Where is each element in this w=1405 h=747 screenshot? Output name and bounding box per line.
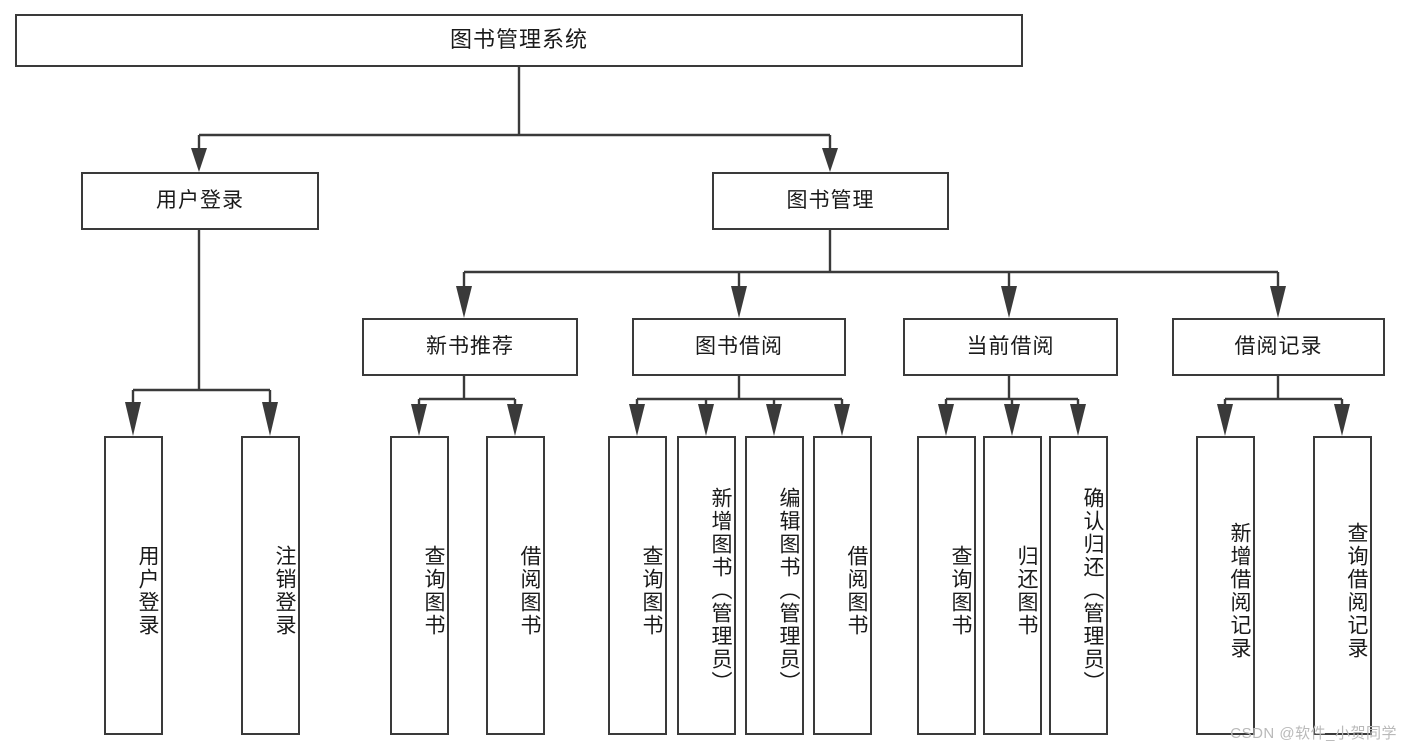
node-leaf-logout[interactable]: 注销登录 <box>241 436 300 735</box>
node-label: 编辑图书（管理员） <box>777 487 800 694</box>
node-leaf-borrow-book[interactable]: 借阅图书 <box>813 436 872 735</box>
node-book-management[interactable]: 图书管理 <box>712 172 949 230</box>
node-label: 图书管理 <box>786 189 875 213</box>
node-label: 归还图书 <box>1015 544 1038 637</box>
node-label: 用户登录 <box>156 189 244 213</box>
node-leaf-borrow-book-recommend[interactable]: 借阅图书 <box>486 436 545 735</box>
node-leaf-query-book-recommend[interactable]: 查询图书 <box>390 436 449 735</box>
node-borrow-record[interactable]: 借阅记录 <box>1172 318 1385 376</box>
csdn-watermark: CSDN @软件_小贺同学 <box>1230 725 1397 742</box>
node-leaf-edit-book-admin[interactable]: 编辑图书（管理员） <box>745 436 804 735</box>
node-new-book-recommend[interactable]: 新书推荐 <box>362 318 578 376</box>
node-label: 新增图书（管理员） <box>709 487 732 694</box>
node-book-borrow[interactable]: 图书借阅 <box>632 318 846 376</box>
node-label: 新增借阅记录 <box>1228 521 1251 660</box>
node-label: 图书管理系统 <box>449 27 588 53</box>
node-leaf-return-book[interactable]: 归还图书 <box>983 436 1042 735</box>
node-label: 借阅记录 <box>1234 335 1323 359</box>
node-label: 借阅图书 <box>518 544 541 637</box>
node-label: 查询图书 <box>640 544 663 637</box>
node-leaf-query-book-borrow[interactable]: 查询图书 <box>608 436 667 735</box>
node-leaf-add-borrow-record[interactable]: 新增借阅记录 <box>1196 436 1255 735</box>
node-label: 查询图书 <box>422 544 445 637</box>
node-label: 图书借阅 <box>695 335 783 359</box>
node-current-borrow[interactable]: 当前借阅 <box>903 318 1118 376</box>
node-user-login[interactable]: 用户登录 <box>81 172 319 230</box>
node-label: 查询图书 <box>949 544 972 637</box>
node-label: 当前借阅 <box>966 335 1055 359</box>
node-label: 确认归还（管理员） <box>1081 487 1104 694</box>
node-leaf-query-book-current[interactable]: 查询图书 <box>917 436 976 735</box>
node-leaf-query-borrow-record[interactable]: 查询借阅记录 <box>1313 436 1372 735</box>
node-label: 借阅图书 <box>845 544 868 637</box>
node-root-book-management-system[interactable]: 图书管理系统 <box>15 14 1023 67</box>
node-leaf-user-login[interactable]: 用户登录 <box>104 436 163 735</box>
node-leaf-confirm-return-admin[interactable]: 确认归还（管理员） <box>1049 436 1108 735</box>
node-label: 新书推荐 <box>426 335 514 359</box>
node-label: 用户登录 <box>136 544 159 637</box>
node-leaf-add-book-admin[interactable]: 新增图书（管理员） <box>677 436 736 735</box>
node-label: 注销登录 <box>273 544 296 637</box>
node-label: 查询借阅记录 <box>1345 521 1368 660</box>
